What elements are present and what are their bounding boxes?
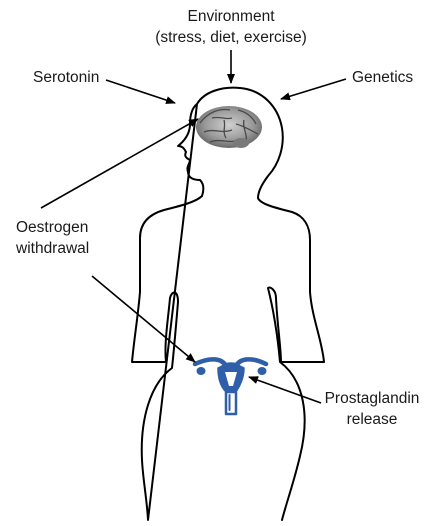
genetics-label: Genetics xyxy=(352,67,413,88)
prostaglandin-label-line2: release xyxy=(318,409,426,430)
uterus-icon xyxy=(195,359,267,414)
human-body-outline xyxy=(132,88,324,520)
arrow-prostaglandin xyxy=(249,377,321,403)
environment-label: Environment (stress, diet, exercise) xyxy=(131,6,331,48)
oestrogen-label-line2: withdrawal xyxy=(16,238,89,259)
prostaglandin-label-line1: Prostaglandin xyxy=(318,388,426,409)
serotonin-label: Serotonin xyxy=(33,67,99,88)
arrow-genetics xyxy=(281,79,346,99)
prostaglandin-label: Prostaglandin release xyxy=(318,388,426,430)
arrow-oestrogen-uterus xyxy=(92,276,195,362)
oestrogen-label: Oestrogen withdrawal xyxy=(16,217,89,259)
arrow-oestrogen xyxy=(41,119,198,208)
arrow-serotonin xyxy=(106,80,175,103)
brain-icon xyxy=(196,106,262,148)
environment-label-line2: (stress, diet, exercise) xyxy=(131,27,331,48)
oestrogen-label-line1: Oestrogen xyxy=(16,217,89,238)
environment-label-line1: Environment xyxy=(131,6,331,27)
